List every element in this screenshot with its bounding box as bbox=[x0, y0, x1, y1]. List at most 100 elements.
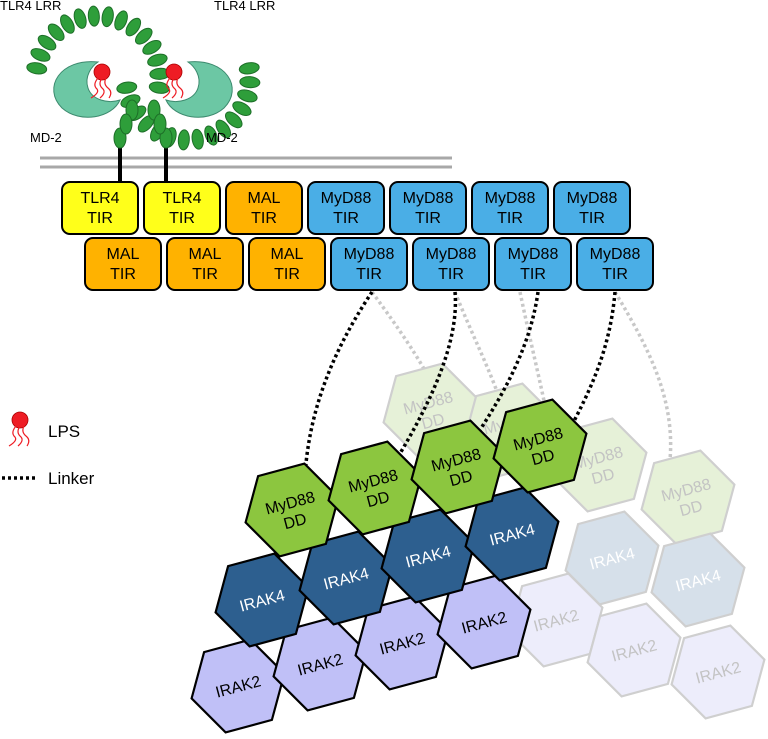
lps-right bbox=[162, 63, 184, 99]
hex-label-line2: DD bbox=[448, 468, 475, 490]
tir-label-line2: TIR bbox=[169, 210, 195, 227]
tir-label-line2: TIR bbox=[497, 210, 523, 227]
back-linker-1 bbox=[453, 291, 502, 401]
tir-label-line1: MyD88 bbox=[508, 246, 559, 263]
back-irak4-1: IRAK4 bbox=[650, 532, 746, 628]
tir-label-line1: MyD88 bbox=[403, 190, 454, 207]
front-linker-2 bbox=[470, 291, 540, 443]
lrr-left-bead-1 bbox=[30, 48, 51, 62]
lrr-right-bead-13 bbox=[239, 76, 261, 89]
tlr4-lrr-solenoids bbox=[26, 5, 261, 151]
lrr-left-bead-4 bbox=[60, 14, 75, 34]
myddosome-front-layer: IRAK2IRAK2IRAK2IRAK2IRAK4IRAK4IRAK4IRAK4… bbox=[190, 398, 588, 734]
lps-left bbox=[90, 63, 112, 99]
irak2-0: IRAK2 bbox=[190, 638, 286, 734]
tir-label-line2: TIR bbox=[602, 266, 628, 283]
lrr-right-bead-12 bbox=[237, 89, 258, 103]
front-linker-1 bbox=[393, 291, 458, 463]
tir-label-line2: TIR bbox=[438, 266, 464, 283]
lrr-right-bead-6 bbox=[177, 129, 190, 151]
lrr-left-bead-0 bbox=[26, 62, 48, 75]
tir-label-line1: MAL bbox=[248, 190, 281, 207]
lrr-right-bead-7 bbox=[191, 128, 204, 150]
tir-label-line1: MAL bbox=[271, 246, 304, 263]
front-linker-0 bbox=[303, 291, 374, 476]
lrr-right-bead-10 bbox=[225, 111, 243, 129]
hex-label-line2: DD bbox=[530, 447, 557, 469]
tir-label-line2: TIR bbox=[415, 210, 441, 227]
tlr4-lrr-label-left: TLR4 LRR bbox=[0, 0, 61, 13]
tlr4-lrr-label-right: TLR4 LRR bbox=[214, 0, 275, 13]
back-linker-3 bbox=[613, 291, 673, 461]
lrr-left-bead-2 bbox=[37, 34, 57, 51]
md2-left bbox=[53, 61, 121, 118]
hex-label-line2: DD bbox=[282, 511, 309, 533]
tir-label-line2: TIR bbox=[192, 266, 218, 283]
lrr-right-bead-11 bbox=[232, 101, 252, 116]
irak2-3: IRAK2 bbox=[436, 574, 532, 670]
tir-label-line1: MyD88 bbox=[344, 246, 395, 263]
tir-label-line1: TLR4 bbox=[80, 190, 119, 207]
tir-domain-rows: TLR4TIRTLR4TIRMALTIRMyD88TIRMyD88TIRMyD8… bbox=[61, 181, 654, 291]
lrr-left-bead-6 bbox=[87, 5, 100, 27]
tir-label-line1: MyD88 bbox=[321, 190, 372, 207]
tir-label-line1: TLR4 bbox=[162, 190, 201, 207]
lrr-left-bead-8 bbox=[114, 10, 128, 31]
tir-label-line1: MyD88 bbox=[567, 190, 618, 207]
tir-label-line2: TIR bbox=[251, 210, 277, 227]
irak4-0: IRAK4 bbox=[214, 552, 310, 648]
tir-label-line2: TIR bbox=[520, 266, 546, 283]
lrr-left-bead-3 bbox=[47, 23, 65, 41]
md2-right bbox=[165, 61, 233, 118]
md2-label-left: MD-2 bbox=[30, 130, 62, 145]
back-irak2-1: IRAK2 bbox=[586, 602, 682, 698]
lrr-left-bead-5 bbox=[73, 8, 87, 29]
lrr-left-bead-12 bbox=[147, 53, 168, 67]
tir-label-line2: TIR bbox=[274, 266, 300, 283]
tir-label-line1: MyD88 bbox=[590, 246, 641, 263]
legend-lps-label: LPS bbox=[48, 422, 80, 441]
legend-linker-label: Linker bbox=[48, 469, 95, 488]
tir-label-line1: MyD88 bbox=[426, 246, 477, 263]
back-linker-0 bbox=[370, 290, 432, 381]
lrr-left-bead-11 bbox=[142, 40, 162, 55]
hex-label-line2: DD bbox=[678, 498, 705, 520]
hex-label-line2: DD bbox=[420, 411, 447, 433]
tir-label-line1: MAL bbox=[189, 246, 222, 263]
lrr-right-bead-0 bbox=[116, 81, 138, 94]
tlr4-md2-complex bbox=[26, 5, 261, 182]
lps-molecules bbox=[90, 63, 184, 99]
tir-label-line1: MAL bbox=[107, 246, 140, 263]
irak4-1: IRAK4 bbox=[298, 530, 394, 626]
front-linker-3 bbox=[570, 291, 617, 426]
lrr-left-bead-7 bbox=[101, 6, 114, 28]
lps-legend-glyph bbox=[8, 411, 30, 447]
irak2-2: IRAK2 bbox=[354, 595, 450, 691]
tir-label-line2: TIR bbox=[87, 210, 113, 227]
back-irak4-0: IRAK4 bbox=[564, 510, 660, 606]
md2-label-right: MD-2 bbox=[206, 130, 238, 145]
back-irak2-2: IRAK2 bbox=[670, 624, 766, 720]
lrr-stem-bead-2 bbox=[119, 113, 133, 135]
tir-label-line1: MyD88 bbox=[485, 190, 536, 207]
tir-label-line2: TIR bbox=[579, 210, 605, 227]
front-linkers bbox=[303, 291, 617, 476]
lrr-right-bead-14 bbox=[238, 62, 260, 75]
cell-membrane bbox=[40, 156, 452, 169]
row2-tir-2: MAL TIR bbox=[248, 237, 326, 291]
lrr-right-bead-9 bbox=[215, 119, 232, 139]
tir-label-line2: TIR bbox=[356, 266, 382, 283]
tir-label-line2: TIR bbox=[333, 210, 359, 227]
